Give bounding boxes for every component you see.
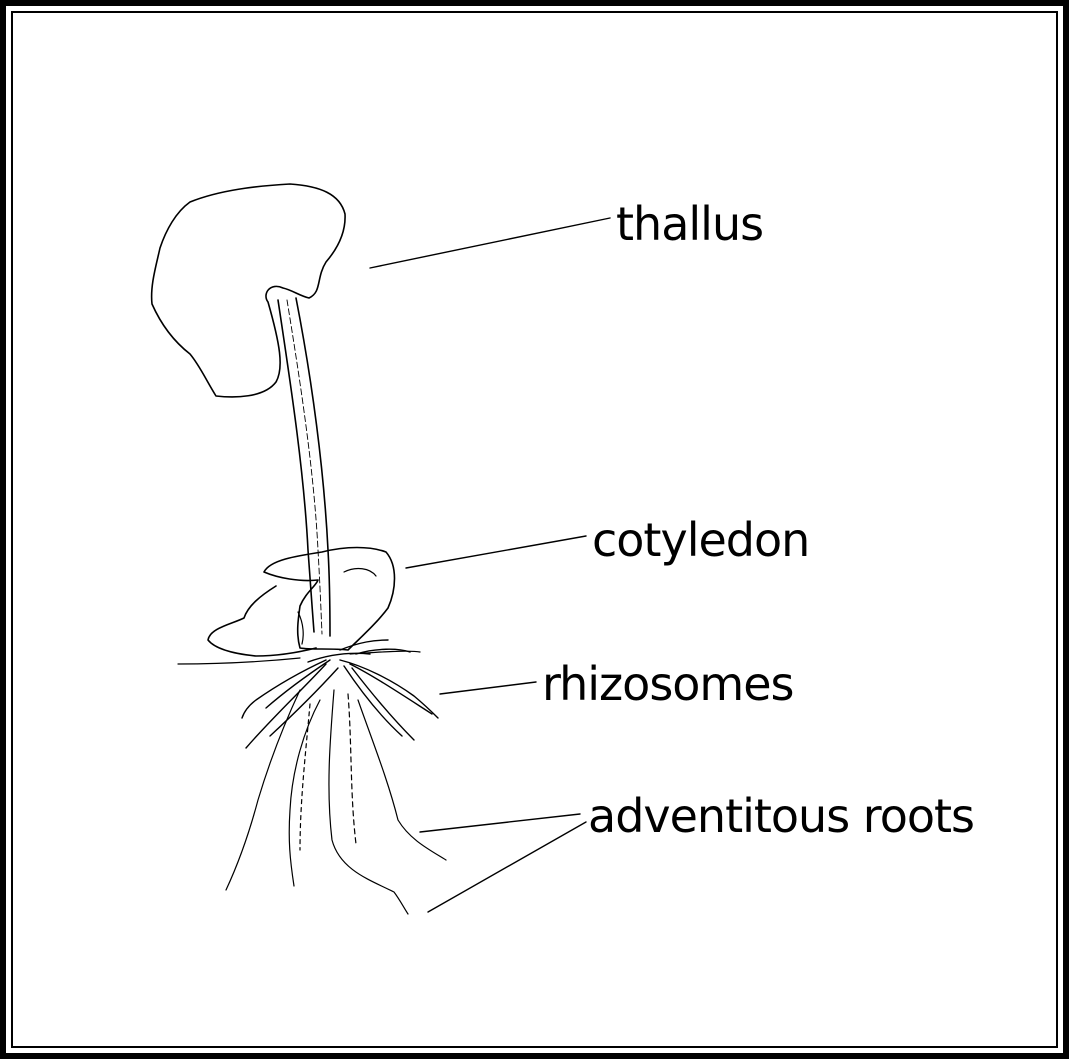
label-adventitious-roots: adventitous roots [588, 789, 974, 843]
adventitious-roots-group [226, 690, 446, 914]
leader-rhizosomes [440, 682, 536, 694]
label-cotyledon: cotyledon [592, 513, 809, 567]
leader-thallus [370, 218, 610, 268]
leader-adventitious-lower [428, 822, 586, 912]
label-rhizosomes: rhizosomes [542, 657, 794, 711]
leader-adventitious-upper [420, 814, 580, 832]
soil-line [178, 651, 420, 664]
leader-cotyledon [406, 536, 586, 568]
label-thallus: thallus [616, 197, 763, 251]
stalk [278, 300, 314, 632]
stalk-center [287, 300, 322, 634]
thallus-outline [152, 184, 345, 397]
